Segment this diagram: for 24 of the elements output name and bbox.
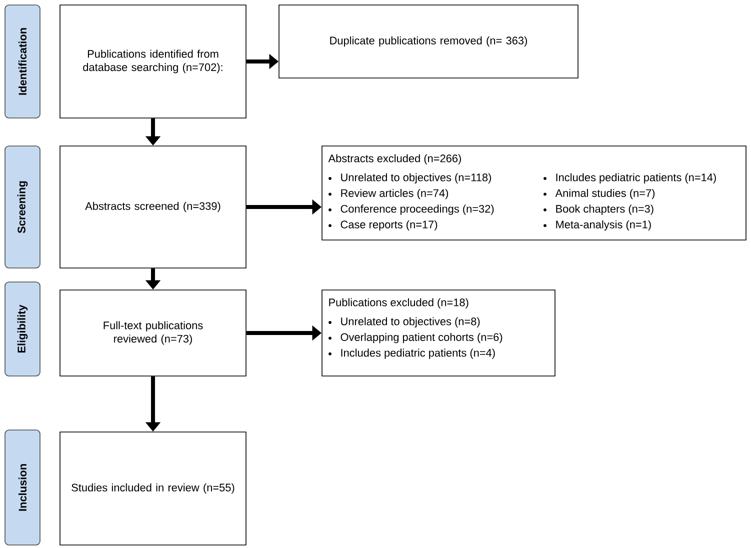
process-box: Publications identified from database searching (n=702): [60,4,246,118]
stage-band: Identification [4,4,40,118]
list-item: Conference proceedings (n=32) [328,204,494,215]
list-item: Unrelated to objectives (n=8) [328,317,480,328]
list-item: Meta-analysis (n=1) [544,220,651,231]
list-item: Includes pediatric patients (n=4) [328,348,495,359]
process-box: Studies included in review (n=55) [60,432,246,546]
process-box: Full-text publications reviewed (n=73) [60,290,246,376]
stage-band: Eligibility [4,282,40,376]
exclusion-box [322,290,556,376]
stage-band: Inclusion [4,430,40,546]
list-item: Overlapping patient cohorts (n=6) [328,332,502,344]
list-item: Includes pediatric patients (n=14) [544,173,716,184]
stage-band: Screening [4,146,40,268]
list-item: Animal studies (n=7) [544,188,655,200]
box-heading: Publications excluded (n=18) [329,298,468,308]
list-item: Review articles (n=74) [328,188,448,200]
exclusion-box [322,146,746,240]
list-item: Book chapters (n=3) [544,204,654,215]
list-item: Case reports (n=17) [328,220,438,231]
list-item: Unrelated to objectives (n=118) [328,173,491,184]
box-heading: Abstracts excluded (n=266) [328,154,461,164]
process-box: Abstracts screened (n=339) [60,146,246,268]
process-box: Duplicate publications removed (n= 363) [278,4,578,78]
